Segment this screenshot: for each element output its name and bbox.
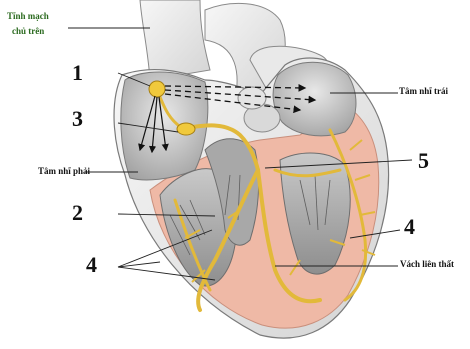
sinoatrial-node xyxy=(149,81,165,97)
atrioventricular-node xyxy=(177,123,195,135)
pulmonary-valve xyxy=(238,87,266,109)
number-5: 5 xyxy=(418,148,429,174)
number-1: 1 xyxy=(72,60,83,86)
number-3: 3 xyxy=(72,106,83,132)
left-atrium-chamber xyxy=(273,62,356,136)
number-4-left: 4 xyxy=(86,252,97,278)
label-vena-cava-line1: Tĩnh mạch xyxy=(7,11,49,21)
number-2: 2 xyxy=(72,200,83,226)
label-vena-cava-line2: chủ trên xyxy=(12,26,44,36)
superior-vena-cava xyxy=(140,0,210,80)
label-right-atrium: Tâm nhĩ phải xyxy=(38,166,90,176)
label-left-atrium: Tâm nhĩ trái xyxy=(399,86,448,96)
label-septum: Vách liên thất xyxy=(400,259,454,269)
number-4-right: 4 xyxy=(404,214,415,240)
